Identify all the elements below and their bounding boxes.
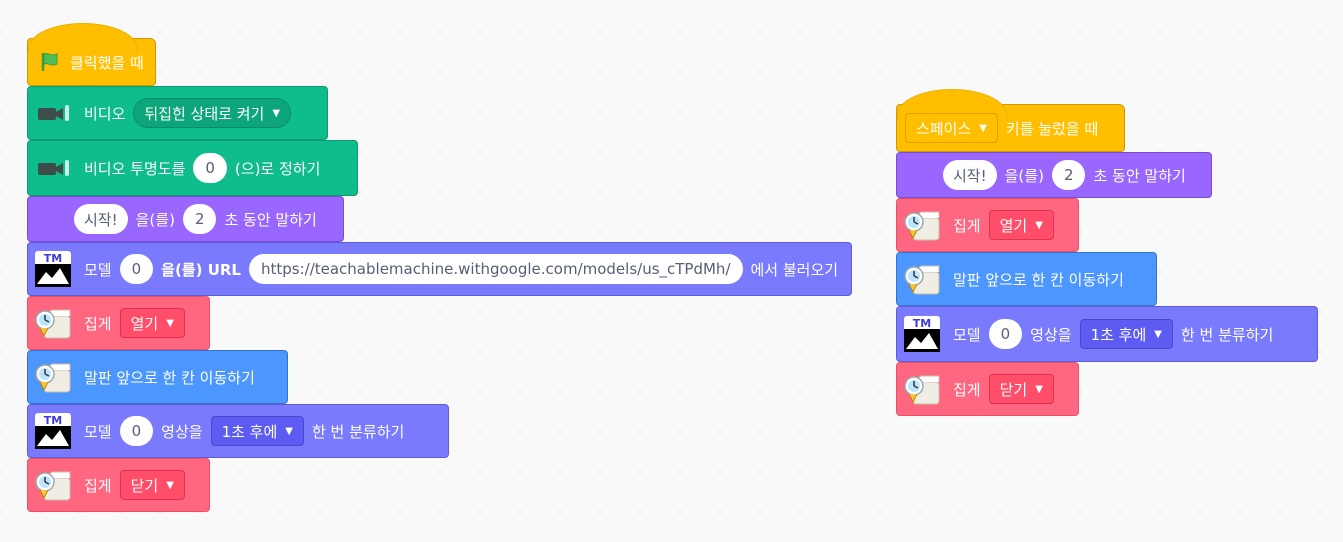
robot-tongs-icon bbox=[34, 466, 72, 504]
teachable-machine-icon: TM bbox=[34, 412, 72, 450]
say-mid-label: 을(를) bbox=[135, 210, 175, 229]
conveyor-label: 말판 앞으로 한 칸 이동하기 bbox=[953, 270, 1124, 289]
when-flag-clicked-block[interactable]: 클릭했을 때 bbox=[27, 23, 156, 86]
tongs-close-block[interactable]: 집게 닫기 ▼ bbox=[27, 458, 210, 512]
svg-text:TM: TM bbox=[913, 317, 931, 330]
dropdown-caret-icon: ▼ bbox=[285, 425, 293, 437]
classify-label: 모델 bbox=[953, 325, 981, 344]
tongs-label: 집게 bbox=[953, 216, 981, 235]
dropdown-caret-icon: ▼ bbox=[166, 317, 174, 329]
video-label: 비디오 bbox=[84, 104, 126, 123]
robot-tongs-icon bbox=[34, 358, 72, 396]
say-seconds-input[interactable]: 2 bbox=[1051, 160, 1086, 190]
robot-tongs-icon bbox=[903, 370, 941, 408]
say-for-secs-block[interactable]: 시작! 을(를) 2 초 동안 말하기 bbox=[27, 196, 344, 242]
tongs-action-value: 열기 bbox=[999, 216, 1028, 235]
load-model-suffix: 에서 불러오기 bbox=[750, 260, 839, 279]
key-hat-suffix: 키를 눌렀을 때 bbox=[1005, 119, 1099, 138]
conveyor-move-block[interactable]: 말판 앞으로 한 칸 이동하기 bbox=[896, 252, 1157, 306]
classify-label: 모델 bbox=[84, 422, 112, 441]
classify-timing-value: 1초 후에 bbox=[221, 422, 278, 441]
say-suffix: 초 동안 말하기 bbox=[224, 210, 317, 229]
classify-timing-dropdown[interactable]: 1초 후에 ▼ bbox=[210, 416, 304, 446]
tongs-action-dropdown[interactable]: 열기 ▼ bbox=[988, 210, 1054, 240]
robot-tongs-icon bbox=[34, 304, 72, 342]
transparency-suffix: (으)로 정하기 bbox=[234, 159, 321, 178]
say-message-input[interactable]: 시작! bbox=[943, 160, 997, 190]
transparency-label: 비디오 투명도를 bbox=[84, 159, 186, 178]
dropdown-caret-icon: ▼ bbox=[979, 122, 987, 134]
tongs-action-dropdown[interactable]: 닫기 ▼ bbox=[988, 374, 1054, 404]
tongs-open-block[interactable]: 집게 열기 ▼ bbox=[27, 296, 210, 350]
tongs-open-block[interactable]: 집게 열기 ▼ bbox=[896, 198, 1079, 252]
tongs-label: 집게 bbox=[84, 476, 112, 495]
tongs-action-dropdown[interactable]: 열기 ▼ bbox=[119, 308, 185, 338]
classify-timing-dropdown[interactable]: 1초 후에 ▼ bbox=[1079, 319, 1173, 349]
tongs-close-block[interactable]: 집게 닫기 ▼ bbox=[896, 362, 1079, 416]
conveyor-move-block[interactable]: 말판 앞으로 한 칸 이동하기 bbox=[27, 350, 288, 404]
dropdown-caret-icon: ▼ bbox=[1154, 328, 1162, 340]
classify-mid: 영상을 bbox=[1030, 325, 1072, 344]
classify-index-input[interactable]: 0 bbox=[119, 416, 154, 446]
say-message-input[interactable]: 시작! bbox=[74, 204, 128, 234]
svg-text:TM: TM bbox=[44, 414, 62, 427]
say-seconds-input[interactable]: 2 bbox=[182, 204, 217, 234]
video-toggle-block[interactable]: 비디오 뒤집힌 상태로 켜기 ▼ bbox=[27, 86, 328, 140]
hat-label: 클릭했을 때 bbox=[70, 53, 144, 72]
classify-block[interactable]: TM 모델 0 영상을 1초 후에 ▼ 한 번 분류하기 bbox=[896, 306, 1318, 362]
svg-text:TM: TM bbox=[44, 252, 62, 265]
tongs-action-value: 열기 bbox=[130, 314, 159, 333]
load-model-block[interactable]: TM 모델 0 을(를) URL https://teachablemachin… bbox=[27, 242, 852, 296]
dropdown-caret-icon: ▼ bbox=[272, 107, 281, 119]
robot-tongs-icon bbox=[903, 206, 941, 244]
key-value: 스페이스 bbox=[916, 119, 972, 138]
load-model-index-input[interactable]: 0 bbox=[119, 254, 154, 284]
classify-suffix: 한 번 분류하기 bbox=[311, 422, 405, 441]
tongs-label: 집게 bbox=[953, 380, 981, 399]
classify-suffix: 한 번 분류하기 bbox=[1180, 325, 1274, 344]
say-suffix: 초 동안 말하기 bbox=[1093, 166, 1186, 185]
teachable-machine-icon: TM bbox=[34, 250, 72, 288]
dropdown-caret-icon: ▼ bbox=[1035, 383, 1043, 395]
video-camera-icon bbox=[34, 149, 72, 187]
when-key-pressed-block[interactable]: 스페이스 ▼ 키를 눌렀을 때 bbox=[896, 89, 1125, 152]
load-model-url-label: 을(를) URL bbox=[161, 260, 241, 279]
tongs-action-value: 닫기 bbox=[999, 380, 1028, 399]
video-state-value: 뒤집힌 상태로 켜기 bbox=[144, 104, 265, 123]
classify-index-input[interactable]: 0 bbox=[988, 319, 1023, 349]
teachable-machine-icon: TM bbox=[903, 315, 941, 353]
dropdown-caret-icon: ▼ bbox=[166, 479, 174, 491]
tongs-action-value: 닫기 bbox=[130, 476, 159, 495]
tongs-label: 집게 bbox=[84, 314, 112, 333]
tongs-action-dropdown[interactable]: 닫기 ▼ bbox=[119, 470, 185, 500]
green-flag-icon bbox=[38, 43, 62, 81]
video-state-dropdown[interactable]: 뒤집힌 상태로 켜기 ▼ bbox=[133, 98, 292, 128]
model-url-input[interactable]: https://teachablemachine.withgoogle.com/… bbox=[248, 254, 743, 284]
conveyor-label: 말판 앞으로 한 칸 이동하기 bbox=[84, 368, 255, 387]
video-transparency-block[interactable]: 비디오 투명도를 0 (으)로 정하기 bbox=[27, 140, 358, 196]
dropdown-caret-icon: ▼ bbox=[1035, 219, 1043, 231]
classify-mid: 영상을 bbox=[161, 422, 203, 441]
robot-tongs-icon bbox=[903, 260, 941, 298]
classify-block[interactable]: TM 모델 0 영상을 1초 후에 ▼ 한 번 분류하기 bbox=[27, 404, 449, 458]
classify-timing-value: 1초 후에 bbox=[1090, 325, 1147, 344]
say-mid-label: 을(를) bbox=[1004, 166, 1044, 185]
key-dropdown[interactable]: 스페이스 ▼ bbox=[905, 113, 998, 143]
video-camera-icon bbox=[34, 94, 72, 132]
say-for-secs-block[interactable]: 시작! 을(를) 2 초 동안 말하기 bbox=[896, 152, 1212, 198]
transparency-input[interactable]: 0 bbox=[193, 153, 227, 183]
load-model-label: 모델 bbox=[84, 260, 112, 279]
